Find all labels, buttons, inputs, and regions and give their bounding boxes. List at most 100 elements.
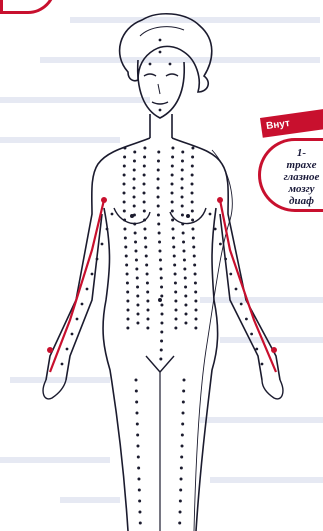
acupoint-dot [174,300,177,303]
acupoint-dot [159,268,162,271]
acupoint-dot [143,192,146,195]
acupoint-dot [184,322,187,325]
acupoint-dot [135,259,138,262]
acupoint-dot [250,333,253,336]
acupoint-dot [191,210,194,213]
acupoint-dot [136,445,139,448]
acupoint-dot [135,379,138,382]
acupoint-dot [157,214,160,217]
acupoint-dot [126,318,129,321]
acupoint-dot [181,434,184,437]
acupoint-dot [136,295,139,298]
acupoint-dot [136,434,139,437]
inner-organs-callout: 1- трахе глазное мозгу диаф Внут [258,118,323,228]
acupoint-dot [125,255,128,258]
acupoint-dot [181,169,184,172]
acupoint-dot [182,232,185,235]
acupoint-dot [171,210,174,213]
acupoint-dot [158,232,161,235]
acupoint-dot [136,286,139,289]
acupoint-dot [178,522,181,525]
acupoint-dot [183,259,186,262]
acupoint-dot [159,51,162,54]
acupoint-dot [171,192,174,195]
acupoint-dot [123,174,126,177]
acupoint-dot [173,255,176,258]
acupoint-dot [261,363,264,366]
acupoint-dot [137,456,140,459]
acupoint-dot [191,201,194,204]
acupoint-dot [157,205,160,208]
acupoint-dot [126,300,129,303]
acupoint-dot [135,401,138,404]
acupoint-dot [160,304,163,307]
acupoint-dot [133,160,136,163]
acupoint-dot [159,109,162,112]
acupoint-dot [123,165,126,168]
acupoint-dot [171,174,174,177]
acupoint-dot [133,223,136,226]
acupoint-dot [194,327,197,330]
acupoint-dot [183,379,186,382]
callout-line-2: трахе [267,159,323,171]
acupoint-dot [123,192,126,195]
acupoint-dot [180,456,183,459]
acupoint-dot [179,500,182,503]
acupoint-dot [255,348,258,351]
acupoint-dot [171,219,174,222]
acupoint-dot [124,246,127,249]
acupoint-dot [160,349,163,352]
acupoint-dot [191,192,194,195]
acupoint-dot [71,333,74,336]
acupoint-dot [191,156,194,159]
acupoint-dot [146,309,149,312]
acupoint-dot [182,390,185,393]
acupoint-dot [181,151,184,154]
acupoint-dot [145,264,148,267]
acupoint-dot [134,232,137,235]
acupoint-dot [123,183,126,186]
acupoint-dot [171,147,174,150]
acupoint-dot [123,228,126,231]
acupoint-dot [182,401,185,404]
acupoint-dot [184,304,187,307]
acupoint-dot [160,331,163,334]
acupoint-dot [194,273,197,276]
acupoint-dot [111,213,114,216]
acupoint-dot [235,288,238,291]
acupoint-dot [180,467,183,470]
acupoint-dot [61,363,64,366]
acupoint-dot [181,187,184,190]
acupoint-dot [146,300,149,303]
acupoint-dot [184,313,187,316]
acupoint-dot [191,165,194,168]
acupoint-dot [126,291,129,294]
acupoint-dot [179,511,182,514]
acupoint-dot [123,147,126,150]
acupoint-dot [209,213,212,216]
acupoint-dot [138,489,141,492]
acupoint-dot [136,277,139,280]
acupoint-dot [184,295,187,298]
acupoint-dot [194,309,197,312]
acupoint-dot [137,478,140,481]
acupoint-dot [181,223,184,226]
callout-text-box: 1- трахе глазное мозгу диаф [258,138,323,212]
callout-line-1: 1- [267,147,323,159]
acupoint-dot [182,241,185,244]
acupoint-dot [172,237,175,240]
acupoint-dot [171,183,174,186]
acupoint-dot [158,241,161,244]
acupoint-dot [145,255,148,258]
acupoint-dot [149,63,152,66]
left-arm-meridian [50,200,104,372]
acupoint-dot [181,214,184,217]
acupoint-dot [172,246,175,249]
acupoint-dot [171,156,174,159]
torso-outline [46,138,280,380]
acupoint-dot [191,147,194,150]
acupoint-dot [224,258,227,261]
acupoint-dot [171,228,174,231]
acupoint-dot [106,228,109,231]
